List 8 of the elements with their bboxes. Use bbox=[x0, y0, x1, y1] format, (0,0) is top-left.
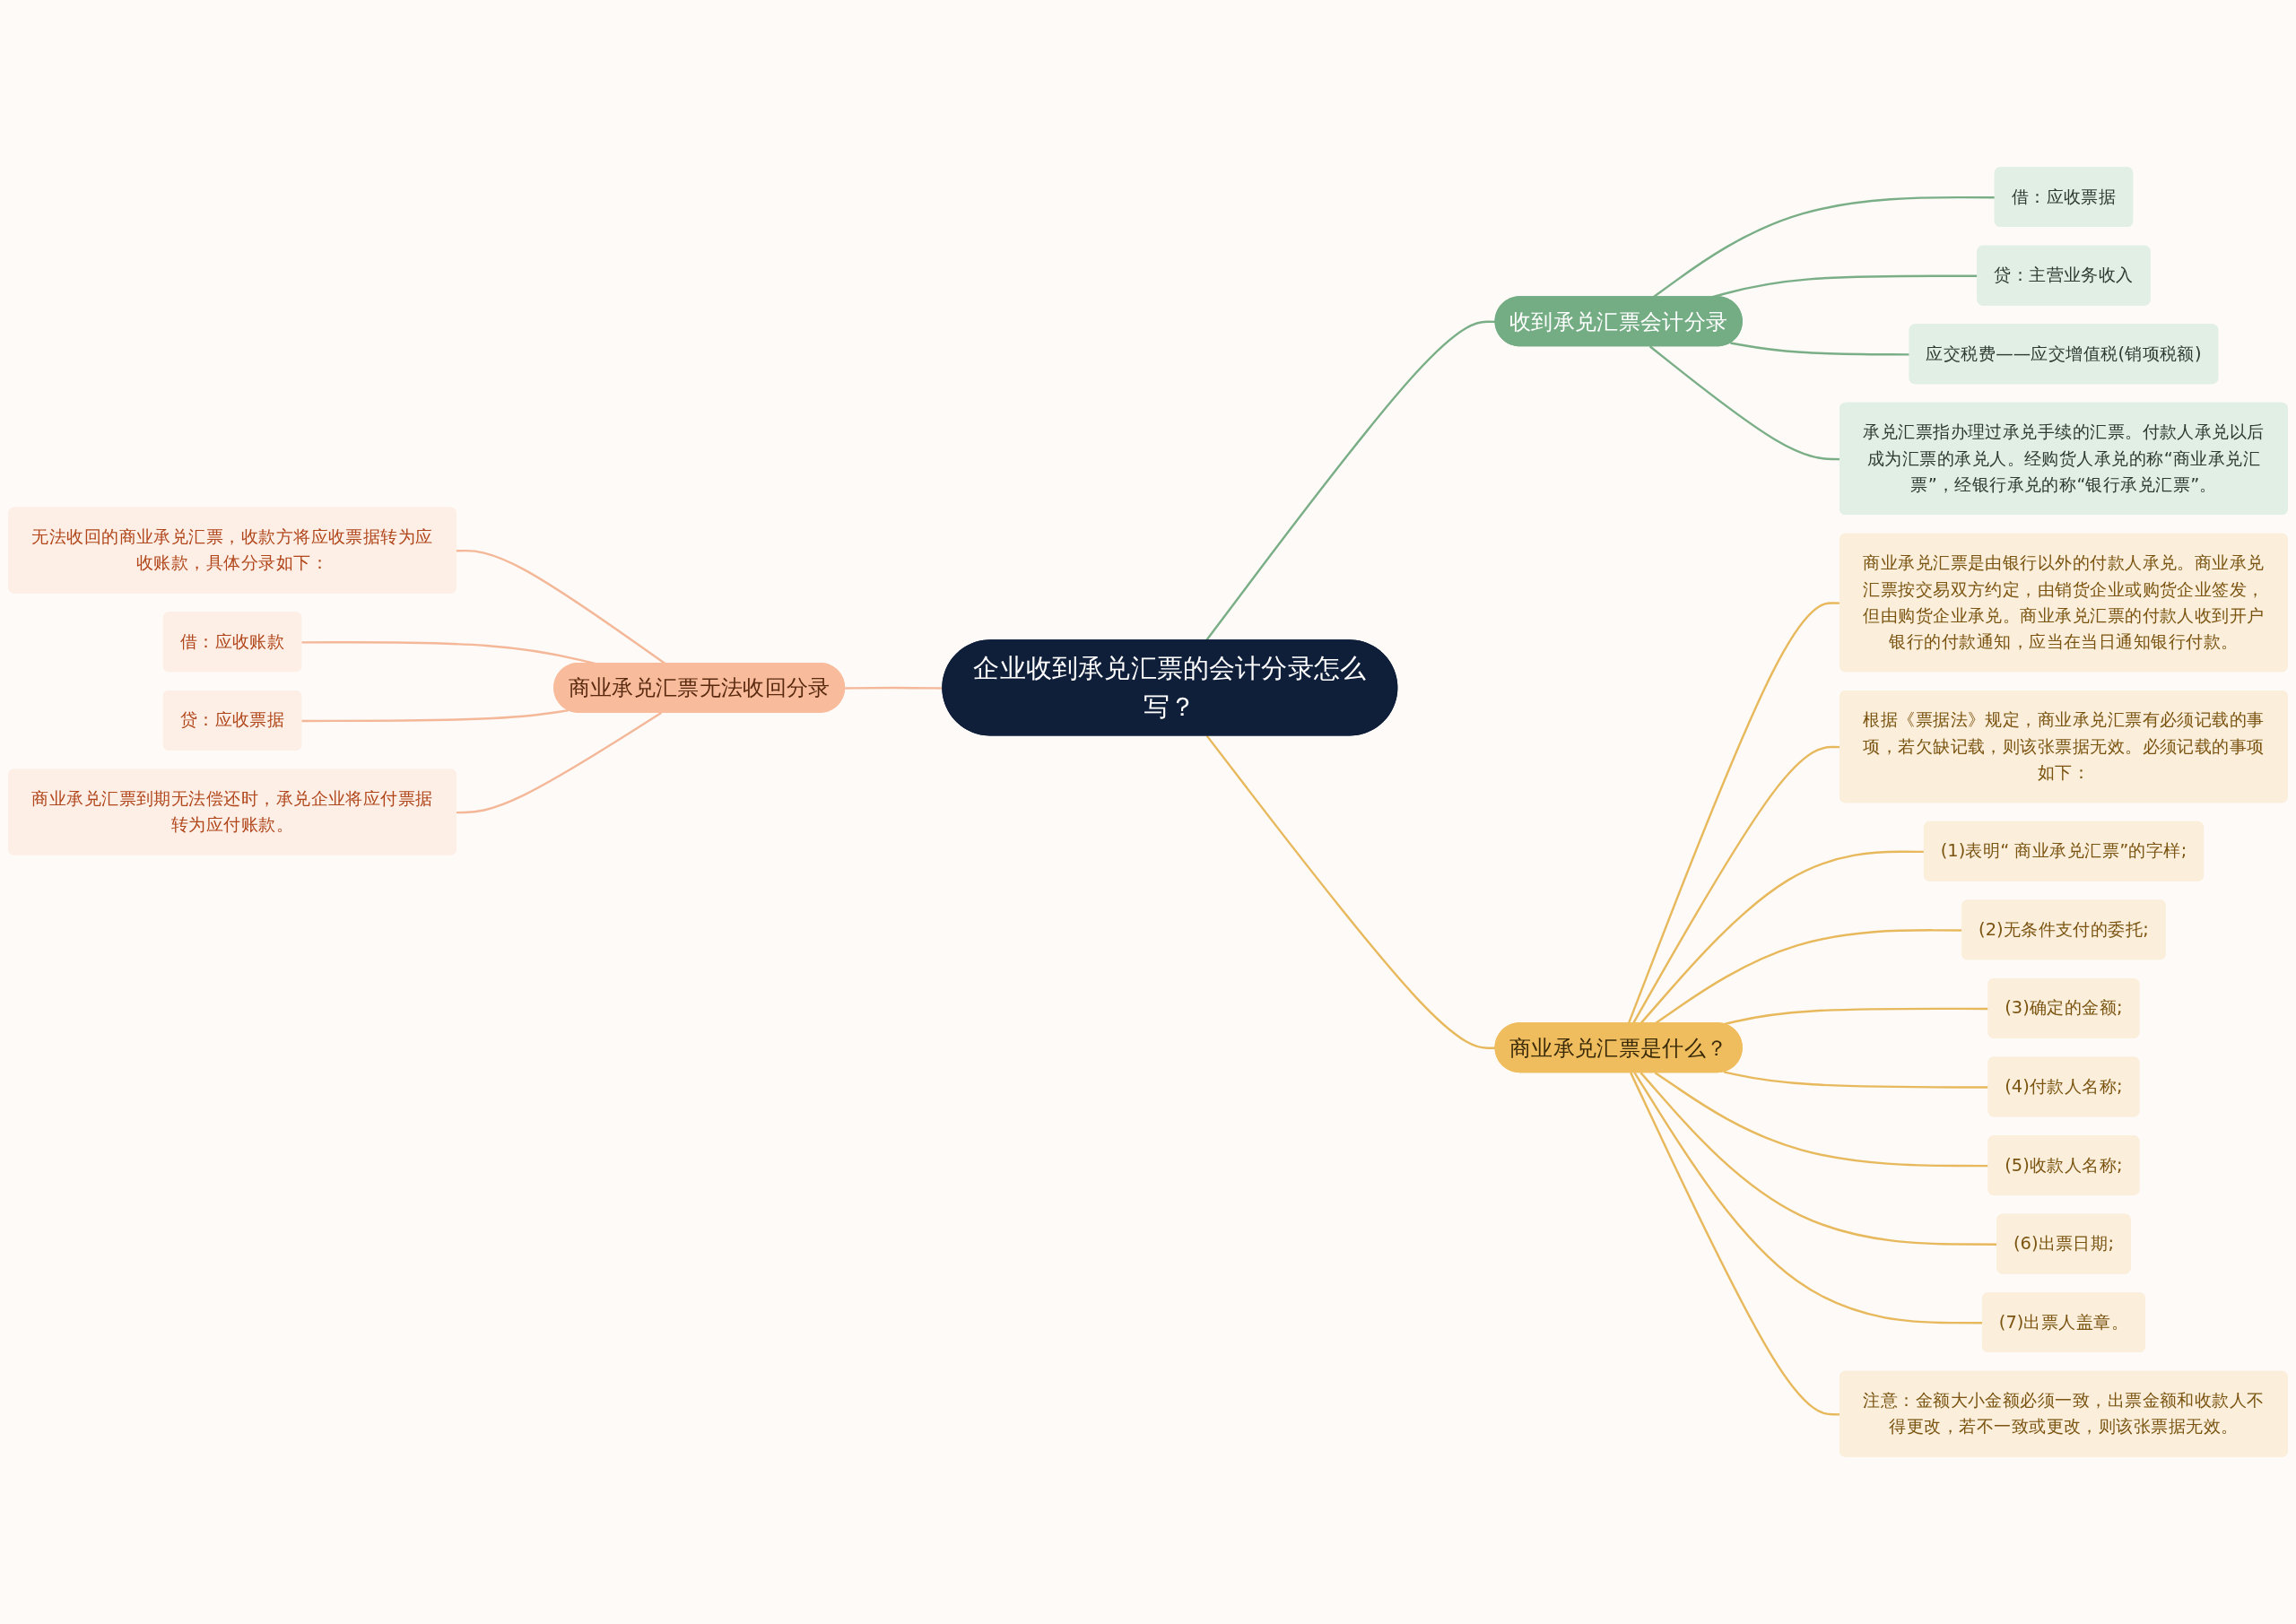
connector bbox=[1205, 734, 1496, 1049]
connector bbox=[301, 708, 570, 723]
connector bbox=[1652, 195, 1996, 299]
connector bbox=[456, 711, 663, 814]
connector bbox=[1654, 1072, 1989, 1168]
connector bbox=[1730, 342, 1910, 356]
connector bbox=[1723, 1007, 1989, 1026]
connector bbox=[1723, 1071, 1989, 1089]
